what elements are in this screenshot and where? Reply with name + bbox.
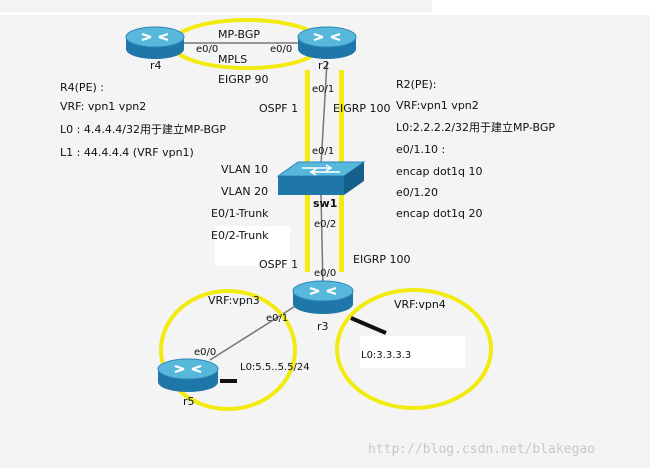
vrf-vpn4-title: VRF:vpn4	[394, 298, 446, 311]
mp-bgp-label: MP-BGP	[218, 28, 260, 41]
watermark-text: http://blog.csdn.net/blakegao	[368, 442, 595, 457]
r4-info-line-3: L0 : 4.4.4.4/32用于建立MP-BGP	[60, 123, 226, 136]
switch-sw1-icon[interactable]	[276, 161, 366, 195]
router-r5-label: r5	[183, 395, 195, 408]
ospf-1-upper-label: OSPF 1	[259, 102, 299, 115]
r4-info-line-1: R4(PE) :	[60, 81, 105, 94]
switch-info-e0-2-trunk: E0/2-Trunk	[211, 229, 269, 242]
r2-e0-1-interface-label: e0/1	[312, 84, 335, 95]
router-r5-icon[interactable]	[157, 358, 219, 392]
r3-e0-1-interface-label: e0/1	[266, 313, 289, 324]
link-r2-sw1	[320, 61, 328, 166]
eigrp-90-label: EIGRP 90	[218, 73, 269, 86]
router-r2-label: r2	[318, 59, 330, 72]
eigrp-100-lower-label: EIGRP 100	[353, 253, 411, 266]
r4-info-line-4: L1 : 44.4.4.4 (VRF vpn1)	[60, 146, 194, 159]
vrf-vpn3-title: VRF:vpn3	[208, 294, 260, 307]
r3-e0-0-interface-label: e0/0	[314, 268, 337, 279]
r5-loopback-label: L0:5.5..5.5/24	[240, 362, 310, 373]
switch-sw1-label: sw1	[313, 197, 338, 210]
ospf-1-lower-label: OSPF 1	[259, 258, 299, 271]
r2-info-line-1: R2(PE):	[396, 78, 437, 91]
switch-info-vlan-10: VLAN 10	[221, 163, 269, 176]
link-sw1-r3	[320, 194, 324, 289]
r3-loopback-label: L0:3.3.3.3	[361, 350, 412, 361]
switch-info-vlan-20: VLAN 20	[221, 185, 269, 198]
sw1-e0-2-interface-label: e0/2	[314, 219, 337, 230]
r3-loopback-stub	[350, 316, 387, 335]
r2-info-line-7: encap dot1q 20	[396, 207, 483, 220]
router-r3-label: r3	[317, 320, 329, 333]
switch-info-e0-1-trunk: E0/1-Trunk	[211, 207, 269, 220]
mpls-label: MPLS	[218, 53, 248, 66]
r5-e0-0-interface-label: e0/0	[194, 347, 217, 358]
r2-info-line-6: e0/1.20	[396, 186, 438, 199]
r2-info-line-3: L0:2.2.2.2/32用于建立MP-BGP	[396, 121, 555, 134]
eigrp-100-upper-label: EIGRP 100	[333, 102, 391, 115]
router-r4-icon[interactable]	[125, 26, 185, 59]
sw1-e0-1-interface-label: e0/1	[312, 146, 335, 157]
r2-info-line-4: e0/1.10 :	[396, 143, 446, 156]
r4-info-line-2: VRF: vpn1 vpn2	[60, 100, 147, 113]
r2-info-line-2: VRF:vpn1 vpn2	[396, 99, 479, 112]
router-r3-icon[interactable]	[292, 280, 354, 314]
router-r4-label: r4	[150, 59, 162, 72]
r2-info-line-5: encap dot1q 10	[396, 165, 483, 178]
r4-e0-0-interface-label: e0/0	[196, 44, 219, 55]
r2-e0-0-interface-label: e0/0	[270, 44, 293, 55]
highlight-ellipse-vpn3	[159, 289, 297, 411]
highlight-ellipse-vpn4	[335, 288, 493, 410]
router-r2-icon[interactable]	[297, 26, 357, 59]
